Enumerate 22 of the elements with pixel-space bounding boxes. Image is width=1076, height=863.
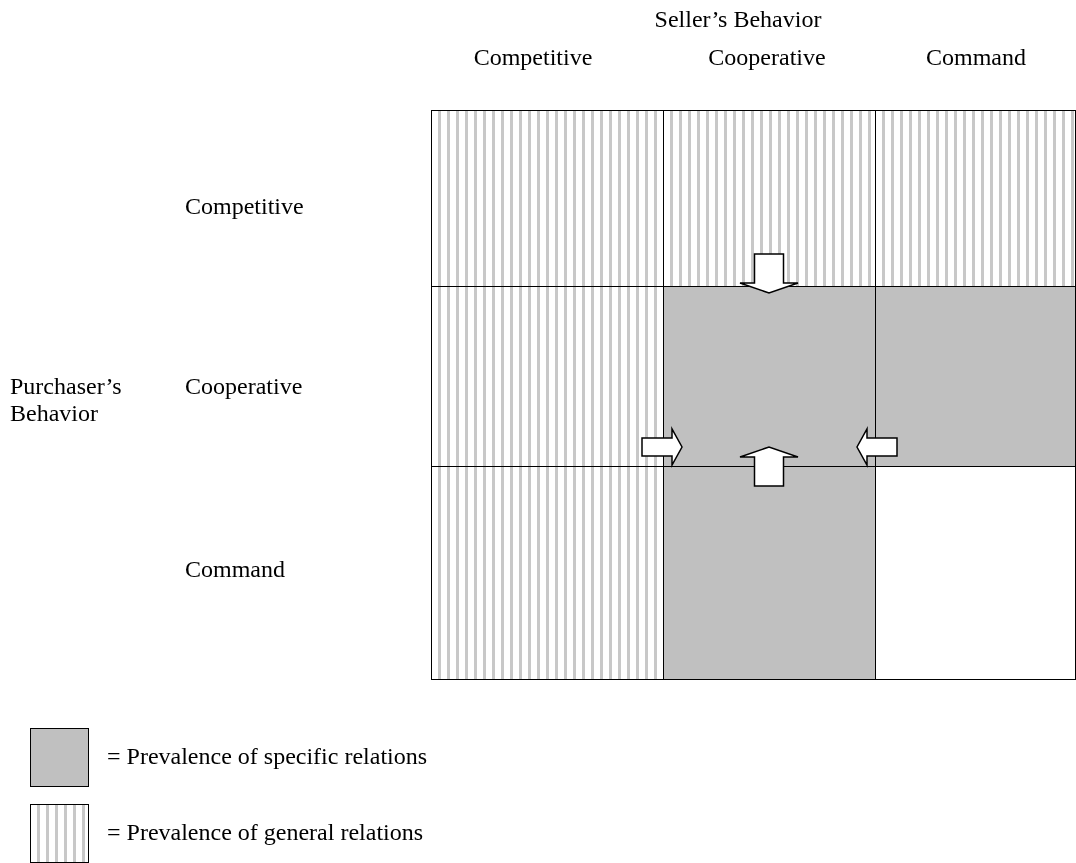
legend-label: = Prevalence of specific relations bbox=[107, 743, 428, 770]
row-header: Competitive bbox=[185, 193, 304, 220]
column-header: Competitive bbox=[472, 44, 594, 71]
column-header: Command bbox=[925, 44, 1027, 71]
block-arrow bbox=[739, 253, 799, 294]
matrix-cell bbox=[875, 286, 1076, 467]
block-arrow bbox=[641, 426, 683, 468]
column-header: Cooperative bbox=[707, 44, 827, 71]
row-header: Cooperative bbox=[185, 373, 303, 400]
matrix-cell bbox=[663, 286, 876, 467]
axis-title: Seller’s Behavior bbox=[653, 6, 823, 33]
matrix-cell bbox=[431, 110, 664, 287]
matrix-cell bbox=[875, 110, 1076, 287]
block-arrow bbox=[856, 426, 898, 468]
legend-label: = Prevalence of general relations bbox=[107, 819, 424, 846]
matrix-cell bbox=[663, 110, 876, 287]
matrix-cell bbox=[875, 466, 1076, 680]
matrix-cell bbox=[431, 466, 664, 680]
matrix-cell bbox=[663, 466, 876, 680]
axis-title: Purchaser’s Behavior bbox=[10, 373, 123, 427]
row-header: Command bbox=[185, 556, 285, 583]
block-arrow bbox=[739, 446, 799, 487]
